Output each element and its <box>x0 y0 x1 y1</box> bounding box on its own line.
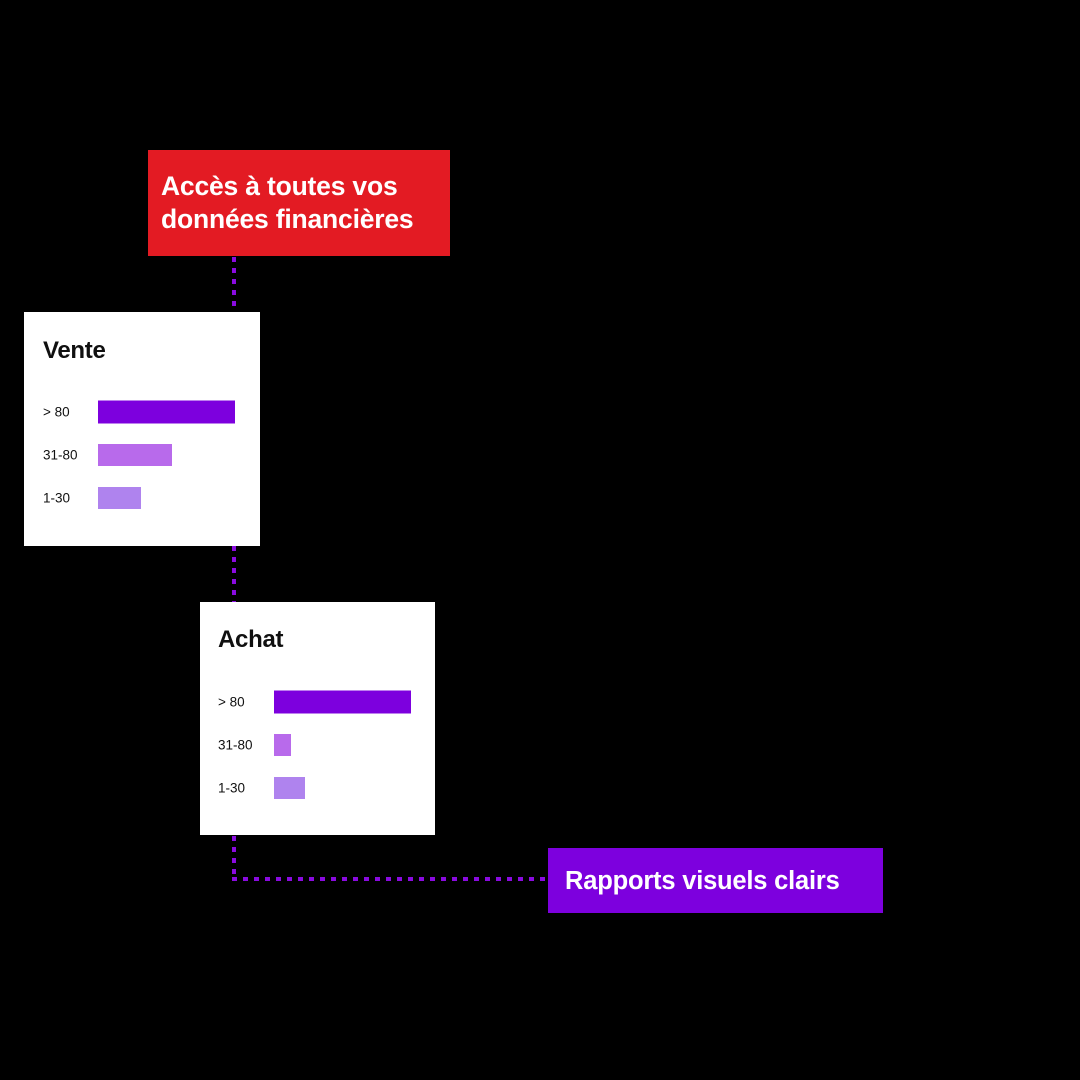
bar-value <box>98 486 141 509</box>
card-achat: Achat > 80 31-80 1-30 <box>200 602 435 835</box>
bar-label: > 80 <box>43 404 70 419</box>
bar-value <box>98 400 235 423</box>
bar-value <box>274 776 305 799</box>
chart-row: 31-80 <box>24 433 260 476</box>
bar-value <box>274 733 291 756</box>
card-achat-title: Achat <box>218 626 284 653</box>
callout-access-financial-data: Accès à toutes vos données financières <box>148 150 450 256</box>
chart-row: 1-30 <box>200 766 435 809</box>
card-vente-title: Vente <box>43 337 106 364</box>
chart-row: 1-30 <box>24 476 260 519</box>
bar-label: > 80 <box>218 694 245 709</box>
bar-label: 1-30 <box>218 780 246 795</box>
card-vente: Vente > 80 31-80 1-30 <box>24 312 260 546</box>
callout-bottom-text: Rapports visuels clairs <box>565 866 840 895</box>
connector-achat-to-reports-horizontal <box>232 877 552 881</box>
connector-achat-to-reports-vertical <box>232 836 236 881</box>
bar-value <box>98 443 172 466</box>
connector-vente-to-achat <box>232 546 236 603</box>
chart-row: > 80 <box>200 680 435 723</box>
connector-callout-to-vente <box>232 257 236 313</box>
chart-row: > 80 <box>24 390 260 433</box>
bar-value <box>274 690 411 713</box>
callout-visual-reports: Rapports visuels clairs <box>548 848 883 913</box>
chart-row: 31-80 <box>200 723 435 766</box>
bar-label: 1-30 <box>43 490 71 505</box>
card-vente-chart: > 80 31-80 1-30 <box>24 390 260 519</box>
bar-label: 31-80 <box>218 737 253 752</box>
card-achat-chart: > 80 31-80 1-30 <box>200 680 435 809</box>
bar-label: 31-80 <box>43 447 78 462</box>
callout-top-text: Accès à toutes vos données financières <box>161 171 414 234</box>
